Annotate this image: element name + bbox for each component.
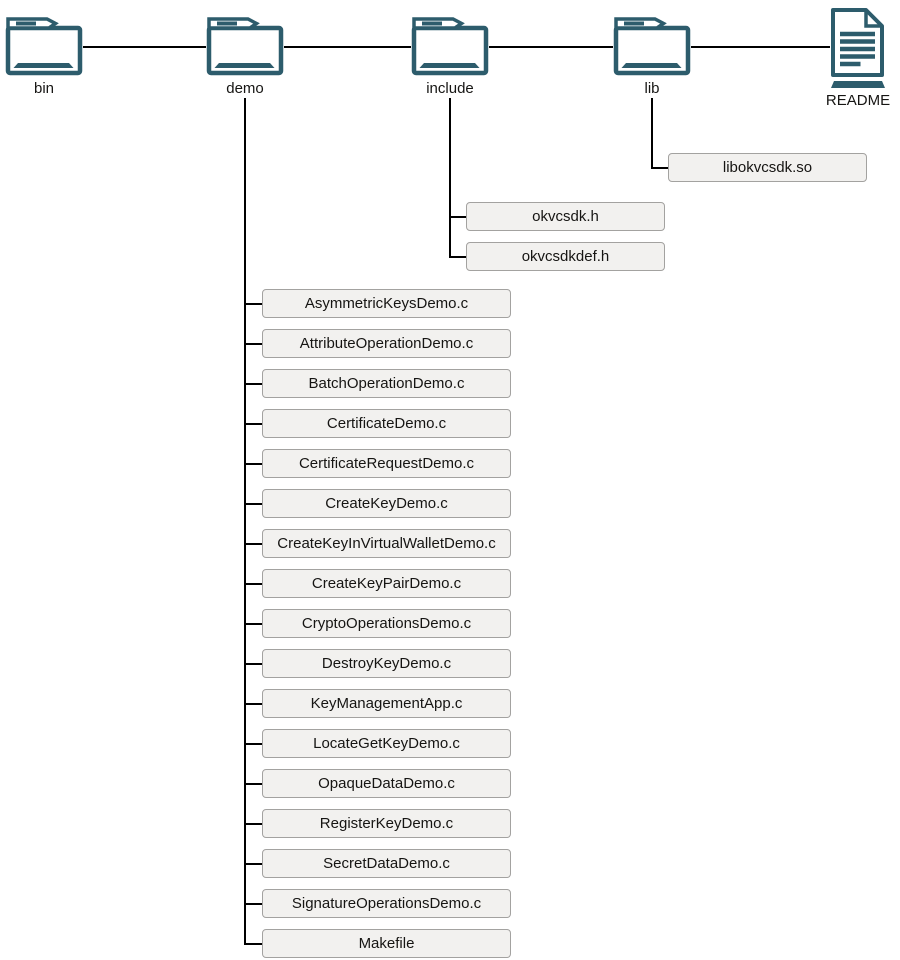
file-node-box: SignatureOperationsDemo.c [262,889,511,918]
branch-tick-line [244,743,262,745]
file-node-box: AttributeOperationDemo.c [262,329,511,358]
file-node-label: RegisterKeyDemo.c [319,815,454,832]
file-node-box: RegisterKeyDemo.c [262,809,511,838]
branch-tick-line [244,303,262,305]
readme-document-icon [830,8,886,92]
sibling-connector-line [284,46,411,48]
branch-trunk-line-demo [244,98,246,945]
branch-tick-line [244,703,262,705]
file-node-label: libokvcsdk.so [722,159,813,176]
sibling-connector-line [489,46,613,48]
node-label-demo: demo [226,80,264,97]
node-label-bin: bin [33,80,55,97]
file-node-label: SignatureOperationsDemo.c [291,895,482,912]
file-node-label: CryptoOperationsDemo.c [301,615,472,632]
branch-tick-line [244,783,262,785]
folder-icon-include [411,16,489,77]
branch-tick-line [244,903,262,905]
file-node-label: KeyManagementApp.c [310,695,463,712]
branch-tick-line [244,863,262,865]
file-node-box: CertificateDemo.c [262,409,511,438]
file-node-box: OpaqueDataDemo.c [262,769,511,798]
file-node-label: BatchOperationDemo.c [308,375,465,392]
branch-tick-line [244,543,262,545]
file-node-label: CreateKeyPairDemo.c [311,575,462,592]
sibling-connector-line [83,46,206,48]
branch-tick-line [244,623,262,625]
branch-tick-line [244,343,262,345]
branch-tick-line [244,463,262,465]
file-node-label: CreateKeyInVirtualWalletDemo.c [277,535,496,552]
file-node-box: okvcsdkdef.h [466,242,665,271]
node-label-lib: lib [644,80,660,97]
branch-tick-line [244,663,262,665]
file-node-box: Makefile [262,929,511,958]
file-node-box: SecretDataDemo.c [262,849,511,878]
branch-tick-line [244,423,262,425]
folder-icon-lib [613,16,691,77]
file-node-label: okvcsdkdef.h [521,248,610,265]
branch-tick-line [244,943,262,945]
file-node-label: AttributeOperationDemo.c [299,335,474,352]
file-node-box: KeyManagementApp.c [262,689,511,718]
branch-trunk-line-lib [651,98,653,169]
folder-icon-demo [206,16,284,77]
file-node-label: OpaqueDataDemo.c [318,775,455,792]
file-node-label: okvcsdk.h [532,208,599,225]
branch-tick-line [244,823,262,825]
branch-tick-line [244,583,262,585]
file-node-label: LocateGetKeyDemo.c [313,735,460,752]
file-node-box: CertificateRequestDemo.c [262,449,511,478]
file-node-label: SecretDataDemo.c [323,855,450,872]
folder-icon-bin [5,16,83,77]
file-node-box: AsymmetricKeysDemo.c [262,289,511,318]
branch-tick-line [244,503,262,505]
node-label-readme: README [825,92,891,109]
file-node-label: DestroyKeyDemo.c [321,655,452,672]
file-node-box: CreateKeyInVirtualWalletDemo.c [262,529,511,558]
file-node-box: DestroyKeyDemo.c [262,649,511,678]
file-node-label: CreateKeyDemo.c [325,495,448,512]
file-node-box: CryptoOperationsDemo.c [262,609,511,638]
file-node-label: CertificateDemo.c [326,415,447,432]
file-node-box: CreateKeyPairDemo.c [262,569,511,598]
file-node-label: AsymmetricKeysDemo.c [304,295,469,312]
branch-tick-line [651,167,668,169]
file-node-box: CreateKeyDemo.c [262,489,511,518]
file-node-label: CertificateRequestDemo.c [298,455,475,472]
branch-trunk-line-include [449,98,451,258]
branch-tick-line [449,256,466,258]
node-label-include: include [426,80,474,97]
file-node-box: libokvcsdk.so [668,153,867,182]
sibling-connector-line [691,46,830,48]
file-node-box: BatchOperationDemo.c [262,369,511,398]
file-node-box: okvcsdk.h [466,202,665,231]
branch-tick-line [449,216,466,218]
file-node-box: LocateGetKeyDemo.c [262,729,511,758]
file-node-label: Makefile [358,935,415,952]
branch-tick-line [244,383,262,385]
